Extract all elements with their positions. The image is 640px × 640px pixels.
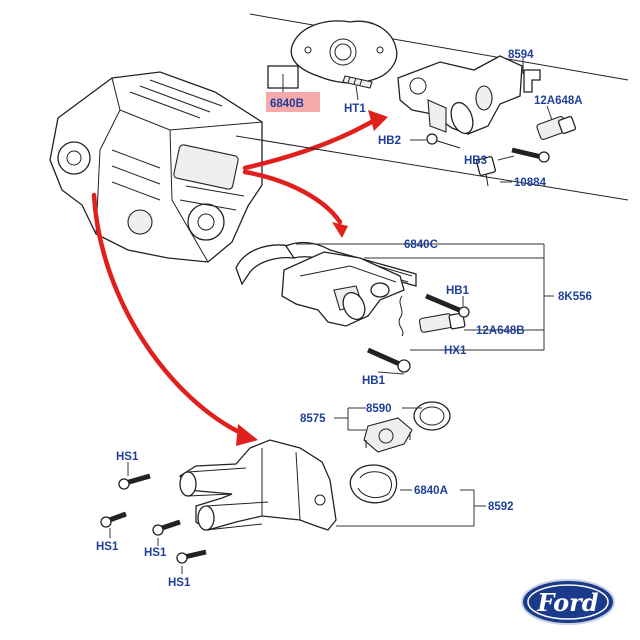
bolt-hb1-low	[397, 359, 411, 373]
label-hs1-b: HS1	[96, 541, 119, 553]
bolt-hb1-mid	[458, 306, 470, 318]
upper-housing-group	[235, 13, 629, 201]
label-hs1-c: HS1	[144, 547, 167, 559]
label-8592: 8592	[488, 501, 514, 513]
bolt-hs1-b	[100, 516, 112, 528]
label-12a648a: 12A648A	[534, 95, 583, 107]
bolt-hs1-a	[118, 478, 130, 490]
label-hb1-low: HB1	[362, 375, 386, 387]
label-8594: 8594	[508, 49, 534, 61]
label-6840c: 6840C	[404, 239, 438, 251]
gasket-6840b	[290, 20, 398, 84]
lower-housing-group	[100, 401, 486, 574]
clip-8594	[523, 69, 541, 93]
sensor-12a648b	[418, 313, 454, 333]
label-8575: 8575	[300, 413, 326, 425]
label-10884: 10884	[514, 177, 547, 189]
label-8k556: 8K556	[558, 291, 592, 303]
label-6840a: 6840A	[414, 485, 448, 497]
label-hb3: HB3	[464, 155, 487, 167]
thermostat-8575	[363, 417, 413, 453]
label-hs1-a: HS1	[116, 451, 139, 463]
label-hb2: HB2	[378, 135, 401, 147]
label-hx1: HX1	[444, 345, 467, 357]
thermostat-housing	[397, 55, 523, 135]
stud-ht1	[342, 75, 373, 89]
label-8590: 8590	[366, 403, 392, 415]
ford-logo-text: Ford	[536, 588, 598, 617]
seal-8590	[413, 401, 451, 431]
bolt-hs1-d	[176, 552, 188, 564]
label-hb1-mid: HB1	[446, 285, 470, 297]
label-12a648b: 12A648B	[476, 325, 525, 337]
label-6840b: 6840B	[270, 98, 304, 110]
label-highlight	[266, 92, 320, 112]
label-ht1: HT1	[344, 103, 366, 115]
ford-logo: Ford	[521, 579, 615, 625]
engine-block	[49, 71, 263, 263]
bolt-hs1-c	[152, 524, 164, 536]
middle-housing-group	[235, 241, 554, 375]
assembly-arrows	[91, 110, 388, 446]
bolt-hb3	[538, 151, 550, 163]
bolt-hb2	[426, 133, 438, 145]
label-hs1-d: HS1	[168, 577, 191, 589]
sensor-10884	[476, 156, 496, 176]
